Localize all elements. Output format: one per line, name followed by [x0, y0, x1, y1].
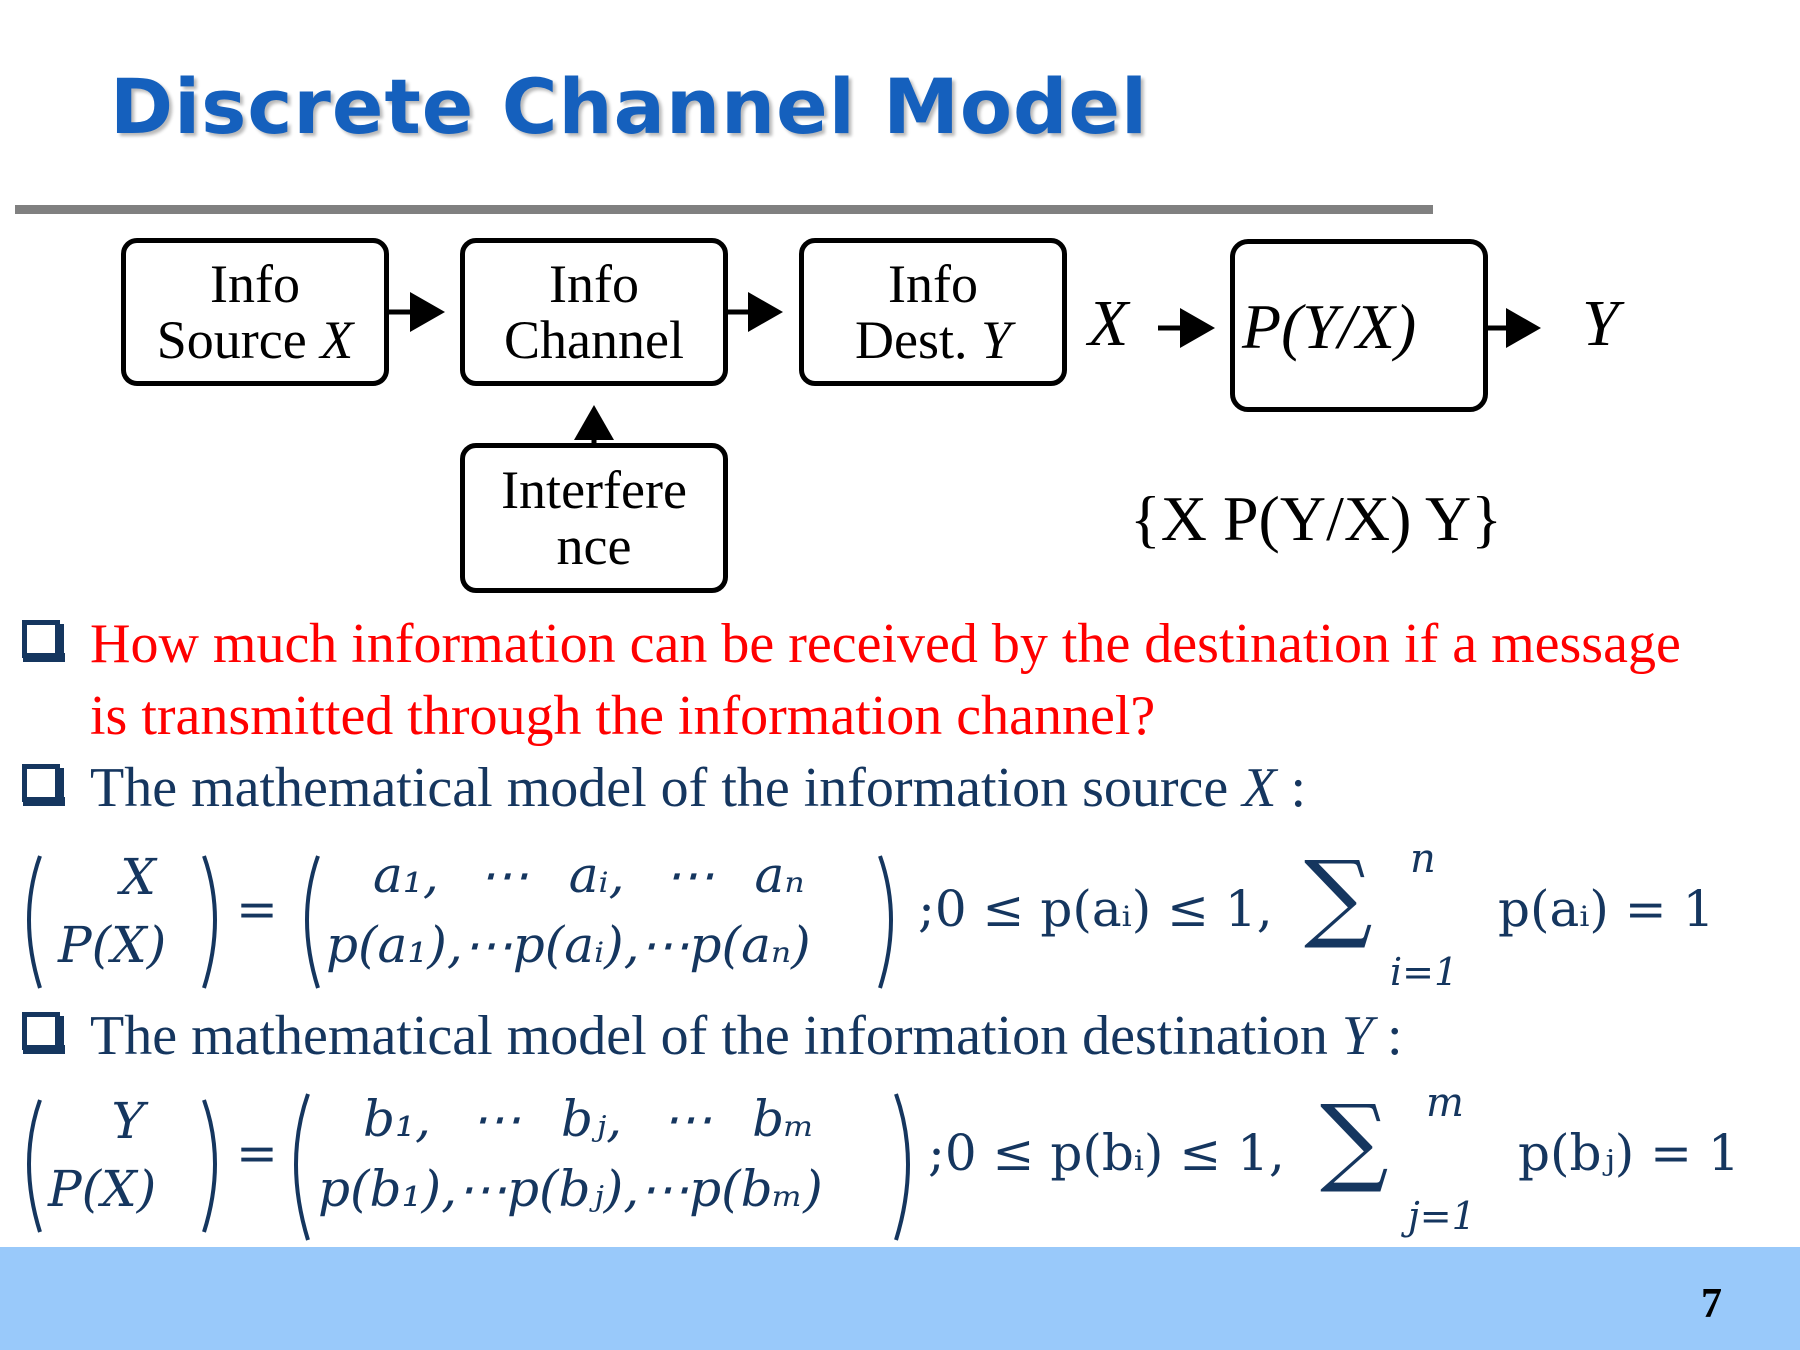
source-line2: Source X	[157, 312, 353, 368]
bullet-dest-text: The mathematical model of the informatio…	[90, 1000, 1403, 1072]
interference-line2: nce	[556, 516, 632, 576]
bullet-source-var: X	[1242, 757, 1277, 819]
bullet-dest-label: The mathematical model of the informatio…	[90, 1005, 1342, 1067]
source-values-top: a₁,⋯aᵢ,⋯aₙ	[373, 846, 805, 904]
channel-line2: Channel	[504, 310, 684, 370]
channel-line1: Info	[549, 254, 639, 314]
checkbox-bullet-icon	[22, 764, 65, 806]
source-label: Source	[156, 310, 321, 370]
slide-title: Discrete Channel Model	[110, 62, 1149, 151]
dest-parentheses	[27, 1093, 910, 1241]
source-var: X	[320, 310, 354, 370]
dest-label: Dest.	[854, 310, 981, 370]
dest-matrix-bottom: P(X)	[48, 1160, 157, 1218]
bullet-source-label: The mathematical model of the informatio…	[90, 757, 1243, 819]
info-dest-box: Info Dest. Y	[799, 238, 1067, 386]
source-sum-term: p(aᵢ) = 1	[1498, 880, 1715, 938]
bullet-dest-var: Y	[1341, 1005, 1374, 1067]
transfer-expression: P(Y/X)	[1242, 291, 1417, 362]
dest-condition: ;0 ≤ p(bᵢ) ≤ 1,	[928, 1124, 1285, 1182]
footer-bar	[0, 1247, 1800, 1350]
dest-sum-term: p(bⱼ) = 1	[1518, 1124, 1740, 1182]
page-number: 7	[1701, 1281, 1722, 1327]
dest-line2: Dest. Y	[855, 312, 1011, 368]
source-line1: Info	[210, 254, 300, 314]
input-x-label: X	[1088, 287, 1129, 360]
model-set-expression: {X P(Y/X) Y}	[1130, 483, 1502, 554]
source-matrix-bottom: P(X)	[58, 916, 167, 974]
dest-matrix-top: Y	[111, 1092, 145, 1150]
dest-sum-upper: m	[1426, 1080, 1464, 1126]
bullet-question-line1: How much information can be received by …	[90, 613, 1681, 675]
bullet-question-text: How much information can be received by …	[90, 608, 1681, 752]
sigma-icon: ∑	[1304, 840, 1373, 952]
source-condition: ;0 ≤ p(aᵢ) ≤ 1,	[918, 880, 1273, 938]
source-parentheses	[27, 855, 893, 989]
dest-values-top: b₁,⋯bⱼ,⋯bₘ	[363, 1090, 815, 1148]
dest-sum-lower: j=1	[1408, 1194, 1476, 1238]
interference-line1: Interfere	[501, 460, 687, 520]
source-matrix-top: X	[120, 848, 156, 906]
bullet-source-text: The mathematical model of the informatio…	[90, 752, 1306, 824]
bullet-source-suffix: :	[1276, 757, 1307, 819]
dest-values-bottom: p(b₁),⋯p(bⱼ),⋯p(bₘ)	[318, 1160, 823, 1218]
sigma-icon: ∑	[1320, 1084, 1389, 1196]
interference-box: Interfere nce	[460, 443, 728, 593]
bullet-dest-suffix: :	[1373, 1005, 1403, 1067]
source-values-bottom: p(a₁),⋯p(aᵢ),⋯p(aₙ)	[326, 916, 811, 974]
dest-line1: Info	[888, 254, 978, 314]
transfer-box	[1230, 239, 1488, 412]
source-sum-upper: n	[1410, 836, 1436, 882]
source-sum-lower: i=1	[1390, 950, 1459, 994]
title-divider	[15, 205, 1433, 214]
diagram-arrows	[388, 292, 1541, 446]
bullet-question-line2: is transmitted through the information c…	[90, 685, 1156, 747]
output-y-label: Y	[1582, 287, 1619, 360]
checkbox-bullet-icon	[22, 620, 65, 662]
checkbox-bullet-icon	[22, 1012, 65, 1054]
info-channel-box: Info Channel	[460, 238, 728, 386]
info-source-box: Info Source X	[121, 238, 389, 386]
dest-var: Y	[980, 310, 1012, 370]
